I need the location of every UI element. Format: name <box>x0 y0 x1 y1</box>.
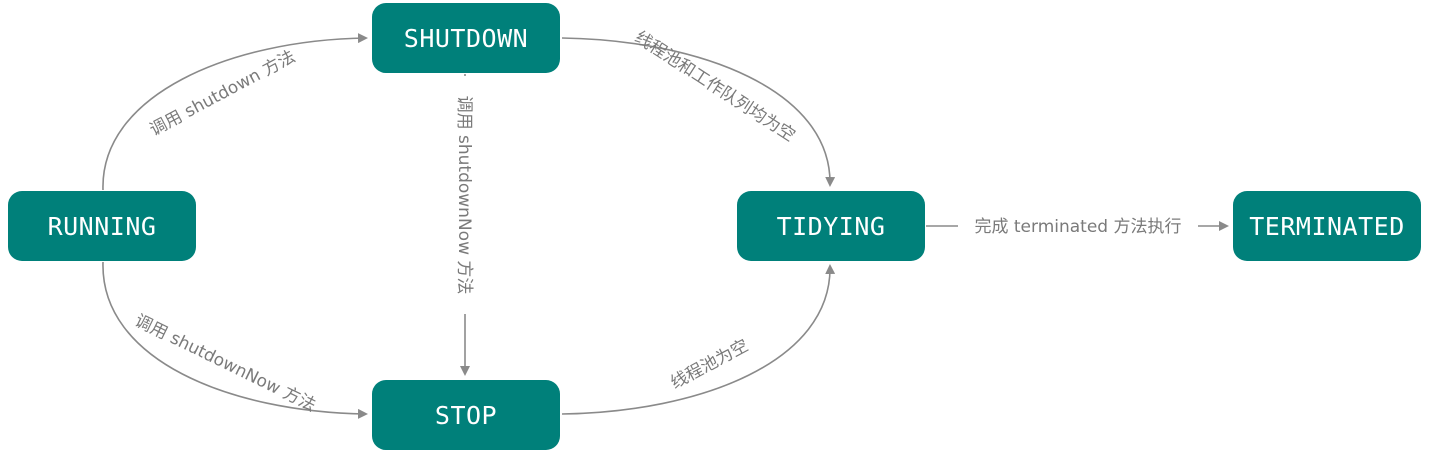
edge-running-to-stop <box>102 261 368 419</box>
state-terminated: TERMINATED <box>1233 191 1421 261</box>
edge-label-running-to-stop: 调用 shutdownNow 方法 <box>131 311 318 416</box>
edge-shutdown-to-tidying <box>561 37 836 187</box>
edge-stop-to-tidying <box>561 264 836 415</box>
state-stop: STOP <box>372 380 560 450</box>
state-tidying: TIDYING <box>737 191 925 261</box>
edge-label-tidying-to-terminated: 完成 terminated 方法执行 <box>974 217 1181 237</box>
edge-label-shutdown-to-tidying: 线程池和工作队列均为空 <box>631 27 799 146</box>
edge-label-stop-to-tidying: 线程池为空 <box>667 336 751 394</box>
edge-running-to-shutdown <box>102 33 368 191</box>
edge-label-shutdown-to-stop: 调用 shutdownNow 方法 <box>454 96 474 295</box>
state-running: RUNNING <box>8 191 196 261</box>
state-shutdown: SHUTDOWN <box>372 3 560 73</box>
edge-label-running-to-shutdown: 调用 shutdown 方法 <box>147 47 299 141</box>
